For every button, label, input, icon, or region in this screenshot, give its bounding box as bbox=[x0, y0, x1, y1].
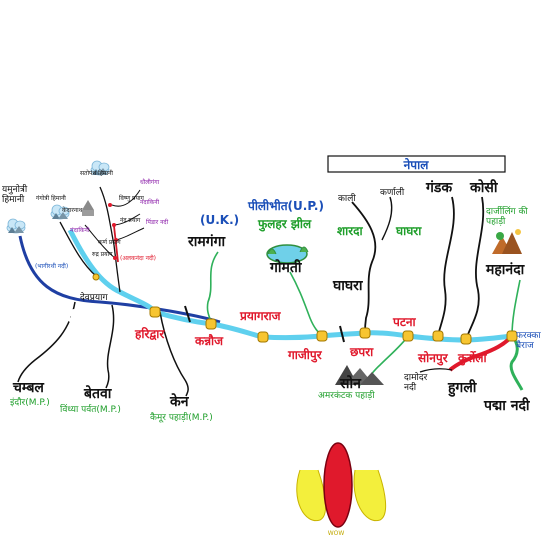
label-gangotri: गंगोत्री हिमानी bbox=[36, 194, 66, 202]
label-karnaprayag: कर्ण प्रयाग bbox=[98, 238, 121, 246]
fulhar-lake-icon bbox=[266, 244, 309, 264]
alaknanda-river bbox=[99, 186, 121, 293]
label-ken: केन bbox=[169, 393, 190, 410]
label-nandprayag: नंद प्रयाग bbox=[120, 217, 141, 224]
label-sharda: शारदा bbox=[337, 224, 364, 238]
label-pindar: पिंडार नदी bbox=[146, 218, 169, 226]
label-gandak: गंडक bbox=[425, 180, 453, 196]
label-darjeeling: दार्जीलिंग कीपहाड़ी bbox=[486, 205, 528, 227]
label-vindhya: विंध्या पर्वत(M.P.) bbox=[60, 403, 121, 415]
label-amarkantak: अमरकंटक पहाड़ी bbox=[318, 389, 375, 401]
gandak-river bbox=[437, 196, 455, 337]
nandprayag-dot bbox=[112, 223, 116, 227]
darjeeling-hills-icon bbox=[492, 229, 522, 254]
kedarnath-temple-icon bbox=[82, 200, 94, 216]
barrage-tick-haridwar bbox=[184, 305, 191, 323]
label-chhapra: छपरा bbox=[349, 345, 374, 359]
label-kosi: कोसी bbox=[469, 179, 499, 196]
label-prayagraj: प्रयागराज bbox=[239, 309, 282, 323]
bhagirathi-river bbox=[59, 221, 97, 277]
label-sonpur: सोनपुर bbox=[417, 351, 449, 366]
city-dot-patna[interactable] bbox=[402, 330, 414, 342]
betwa-river bbox=[105, 304, 115, 389]
mandakini-river bbox=[84, 224, 116, 259]
label-kannauj: कन्नौज bbox=[194, 334, 224, 348]
label-fulhar: फुलहर झील bbox=[257, 217, 312, 232]
label-ghazipur: गाजीपुर bbox=[287, 348, 323, 363]
city-dot-ghazipur[interactable] bbox=[316, 330, 328, 342]
ghaghra-river bbox=[351, 201, 377, 334]
damodar-river bbox=[419, 368, 453, 373]
label-betwa: बेतवा bbox=[83, 385, 113, 402]
label-farakka: फरक्काबैराज bbox=[516, 331, 541, 351]
nepal-label: नेपाल bbox=[403, 158, 430, 172]
label-kaimur: कैमूर पहाड़ी(M.P.) bbox=[150, 411, 213, 423]
ken-river bbox=[159, 311, 189, 397]
yamunotri-glacier-icon bbox=[6, 218, 26, 234]
hugli-river bbox=[448, 334, 514, 372]
city-dot-farakka[interactable] bbox=[506, 330, 518, 342]
label-karnali: कर्णाली bbox=[380, 186, 405, 198]
kosi-river bbox=[465, 196, 485, 341]
label-uk: (U.K.) bbox=[200, 213, 239, 227]
city-dot-chhapra[interactable] bbox=[359, 327, 371, 339]
label-gomti: गोमती bbox=[269, 259, 303, 276]
label-alaknanda: (अलकनंदा नदी) bbox=[120, 254, 156, 262]
alaknanda-red-segment bbox=[113, 225, 119, 263]
barrage-tick-chhapra bbox=[339, 325, 345, 343]
label-satopanth: सतोपंथ हिमानी bbox=[80, 169, 113, 177]
label-ghaghra-nepal: घाघरा bbox=[395, 224, 422, 238]
label-ghaghra: घाघरा bbox=[332, 278, 364, 294]
label-nandakini: नंदाकिनी bbox=[140, 198, 160, 206]
nandakini-river bbox=[113, 213, 141, 226]
label-haridwar: हरिद्वार bbox=[134, 327, 165, 341]
city-dot-kannauj[interactable] bbox=[205, 318, 217, 330]
karnaprayag-dot bbox=[114, 238, 118, 242]
label-son: सोन bbox=[339, 375, 362, 392]
label-hugli: हुगली bbox=[447, 379, 478, 397]
nepal-box bbox=[327, 155, 506, 173]
gomti-river bbox=[289, 271, 323, 337]
label-rudraprayag: रुद्र प्रयाग bbox=[92, 251, 113, 258]
wow-doodle: WOW bbox=[296, 442, 387, 537]
city-dot-haridwar[interactable] bbox=[149, 306, 161, 318]
label-ramganga: रामगंगा bbox=[187, 234, 226, 250]
vishnuprayag-dot bbox=[108, 203, 112, 207]
label-padma: पद्मा नदी bbox=[483, 397, 531, 414]
city-dot-prayagraj[interactable] bbox=[257, 331, 269, 343]
label-mandakini: मंदाकिनी bbox=[70, 226, 90, 234]
label-pilibhit: पीलीभीत(U.P.) bbox=[247, 199, 324, 213]
label-yamunotri: यमुनोत्रीहिमानी bbox=[2, 183, 28, 205]
devprayag-dot bbox=[92, 273, 100, 281]
label-indore: इंदौर(M.P.) bbox=[10, 396, 50, 408]
label-dhauliganga: धौलीगंगा bbox=[140, 178, 160, 186]
ramganga-river bbox=[206, 251, 219, 325]
rudraprayag-dot bbox=[113, 256, 117, 260]
label-mahananda: महानंदा bbox=[485, 262, 526, 278]
city-dot-sonpur[interactable] bbox=[432, 330, 444, 342]
padma-river bbox=[509, 335, 524, 391]
label-chambal: चम्बल bbox=[12, 380, 44, 396]
city-dot-kursela[interactable] bbox=[460, 333, 472, 345]
amarkantak-hills-icon bbox=[335, 365, 384, 385]
chambal-river bbox=[17, 301, 76, 383]
label-vishnuprayag: विष्णु प्रयाग bbox=[119, 194, 145, 202]
wow-text: WOW bbox=[328, 530, 345, 537]
label-bhagirathi: (भागीरथी नदी) bbox=[35, 262, 68, 270]
dhauliganga-river bbox=[111, 189, 141, 207]
label-patna: पटना bbox=[392, 315, 417, 329]
karnali-river bbox=[381, 196, 393, 241]
label-yamuna: यमुना नदी bbox=[59, 307, 105, 322]
yamuna-river bbox=[18, 235, 221, 324]
mahananda-river bbox=[511, 279, 521, 337]
pindar-river bbox=[115, 227, 145, 241]
label-kali: काली bbox=[338, 192, 356, 204]
label-kedarnath: केदारनाथ bbox=[62, 206, 83, 214]
label-kursela: कुर्सेला bbox=[457, 351, 487, 366]
label-devprayag: देवप्रयाग bbox=[80, 291, 108, 303]
